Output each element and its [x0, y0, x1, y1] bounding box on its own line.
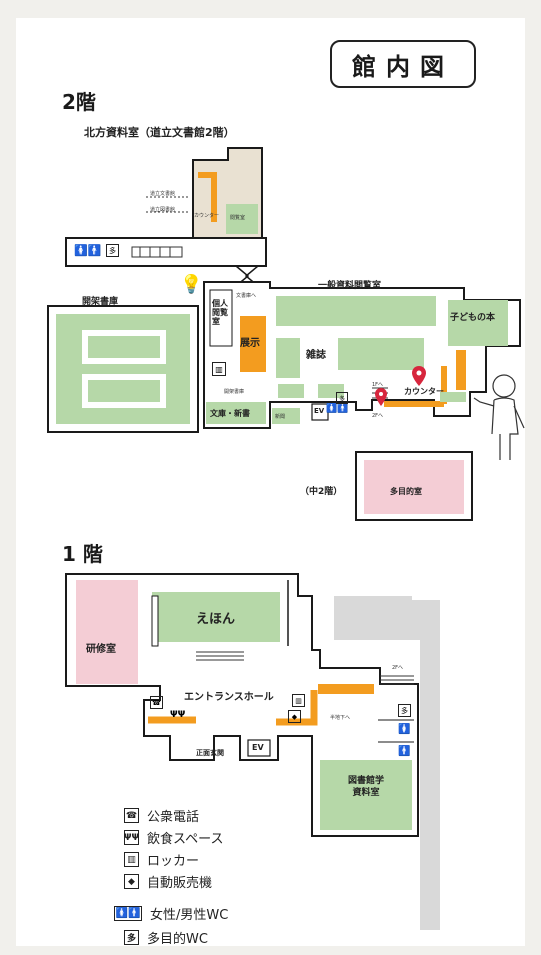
restroom-icon: 🚺🚹: [114, 906, 142, 921]
newspaper-label: 新聞: [275, 414, 286, 420]
open-stacks-label: 開架書庫: [82, 297, 119, 307]
location-pin-icon: [375, 388, 387, 406]
lightbulb-icon: 💡: [180, 274, 203, 295]
main-entrance-label: 正面玄関: [196, 749, 224, 757]
counter-label: カウンター: [404, 387, 444, 396]
legend-label: 多目的WC: [147, 932, 208, 947]
restroom-icon: 🚺: [398, 724, 411, 735]
restroom-icon: 🚹: [398, 746, 411, 757]
vending-icon: ◆: [124, 874, 139, 889]
legend-item: ☎ 公衆電話: [124, 806, 199, 825]
north-label-library: 道立図書館: [150, 207, 176, 213]
multipurpose-wc-icon: 多: [106, 244, 119, 257]
locker-icon: ▥: [292, 694, 305, 707]
general-reading-label: 一般資料閲覧室: [318, 281, 382, 291]
floor1-plan: [65, 573, 419, 837]
to-2f-label: 2Fへ: [372, 413, 384, 419]
location-pin-icon: [412, 366, 426, 386]
legend-label: 女性/男性WC: [150, 908, 229, 923]
legend-item: 🚺🚹 女性/男性WC: [114, 904, 228, 923]
multipurpose-wc-icon: 多: [398, 704, 411, 717]
floor1-to-2f-label: 2Fへ: [392, 665, 404, 671]
legend-label: 飲食スペース: [147, 832, 224, 847]
locker-icon: ▥: [212, 362, 226, 376]
ev1-label: EV: [252, 743, 264, 752]
bunko-label: 文庫・新書: [210, 409, 250, 418]
legend-label: ロッカー: [147, 854, 200, 869]
north-room: [65, 147, 267, 267]
floor2-heading: 2階: [62, 90, 96, 114]
kids-books-label: 子どもの本: [450, 313, 496, 323]
phone-icon: ☎: [150, 696, 163, 709]
legend-item: ◆ 自動販売機: [124, 872, 212, 891]
floor1-heading: 1 階: [62, 542, 103, 566]
private-reading-label: 個人閲覧室: [212, 299, 228, 326]
stack-to-label: 文書庫へ: [236, 293, 257, 299]
dining-icon: ΨΨ: [124, 830, 139, 845]
legend-item: 多 多目的WC: [124, 928, 208, 947]
ehon-label: えほん: [196, 612, 236, 627]
vending-icon: ◆: [288, 710, 301, 723]
north-counter-label: カウンター: [194, 213, 220, 219]
magazines-label: 雑誌: [306, 350, 326, 361]
staff-figure-icon: [473, 374, 525, 460]
multipurpose-room-label: 多目的室: [390, 487, 422, 496]
floor1-gray-annex: [334, 596, 440, 930]
legend-item: ▥ ロッカー: [124, 850, 199, 869]
multipurpose-wc-icon: 多: [124, 930, 139, 945]
phone-icon: ☎: [124, 808, 139, 823]
mezzanine-room: [355, 451, 473, 521]
north-reading-label: 閲覧室: [230, 215, 246, 221]
library-studies-label: 図書館学 資料室: [347, 776, 384, 798]
north-label-archive: 道立文書館: [150, 191, 176, 197]
open-stacks: [47, 305, 199, 433]
legend-label: 公衆電話: [147, 810, 200, 825]
north-reading-room: [226, 204, 258, 234]
legend-label: 自動販売機: [147, 876, 213, 891]
training-room-label: 研修室: [86, 644, 116, 655]
general-reading-block: [203, 281, 521, 429]
to-b1-label: 半地下へ: [330, 715, 351, 721]
exhibit-label: 展示: [240, 338, 260, 349]
mezzanine-label: （中2階）: [300, 487, 343, 497]
to-1f-label: 1Fへ: [372, 382, 384, 388]
north-room-label: 北方資料室（道立文書館2階）: [84, 126, 235, 139]
restroom-icon: 🚺🚹: [74, 244, 102, 257]
multipurpose-wc-icon: 多: [336, 392, 348, 404]
restroom-icon: 🚺🚹: [326, 404, 349, 414]
open-stack-small-label: 開架書庫: [224, 389, 245, 395]
ev2-label: EV: [314, 407, 325, 415]
dining-icon: ΨΨ: [170, 710, 186, 720]
legend-item: ΨΨ 飲食スペース: [124, 828, 223, 847]
entrance-hall-label: エントランスホール: [184, 692, 274, 703]
locker-icon: ▥: [124, 852, 139, 867]
map-title: 館内図: [330, 40, 476, 88]
